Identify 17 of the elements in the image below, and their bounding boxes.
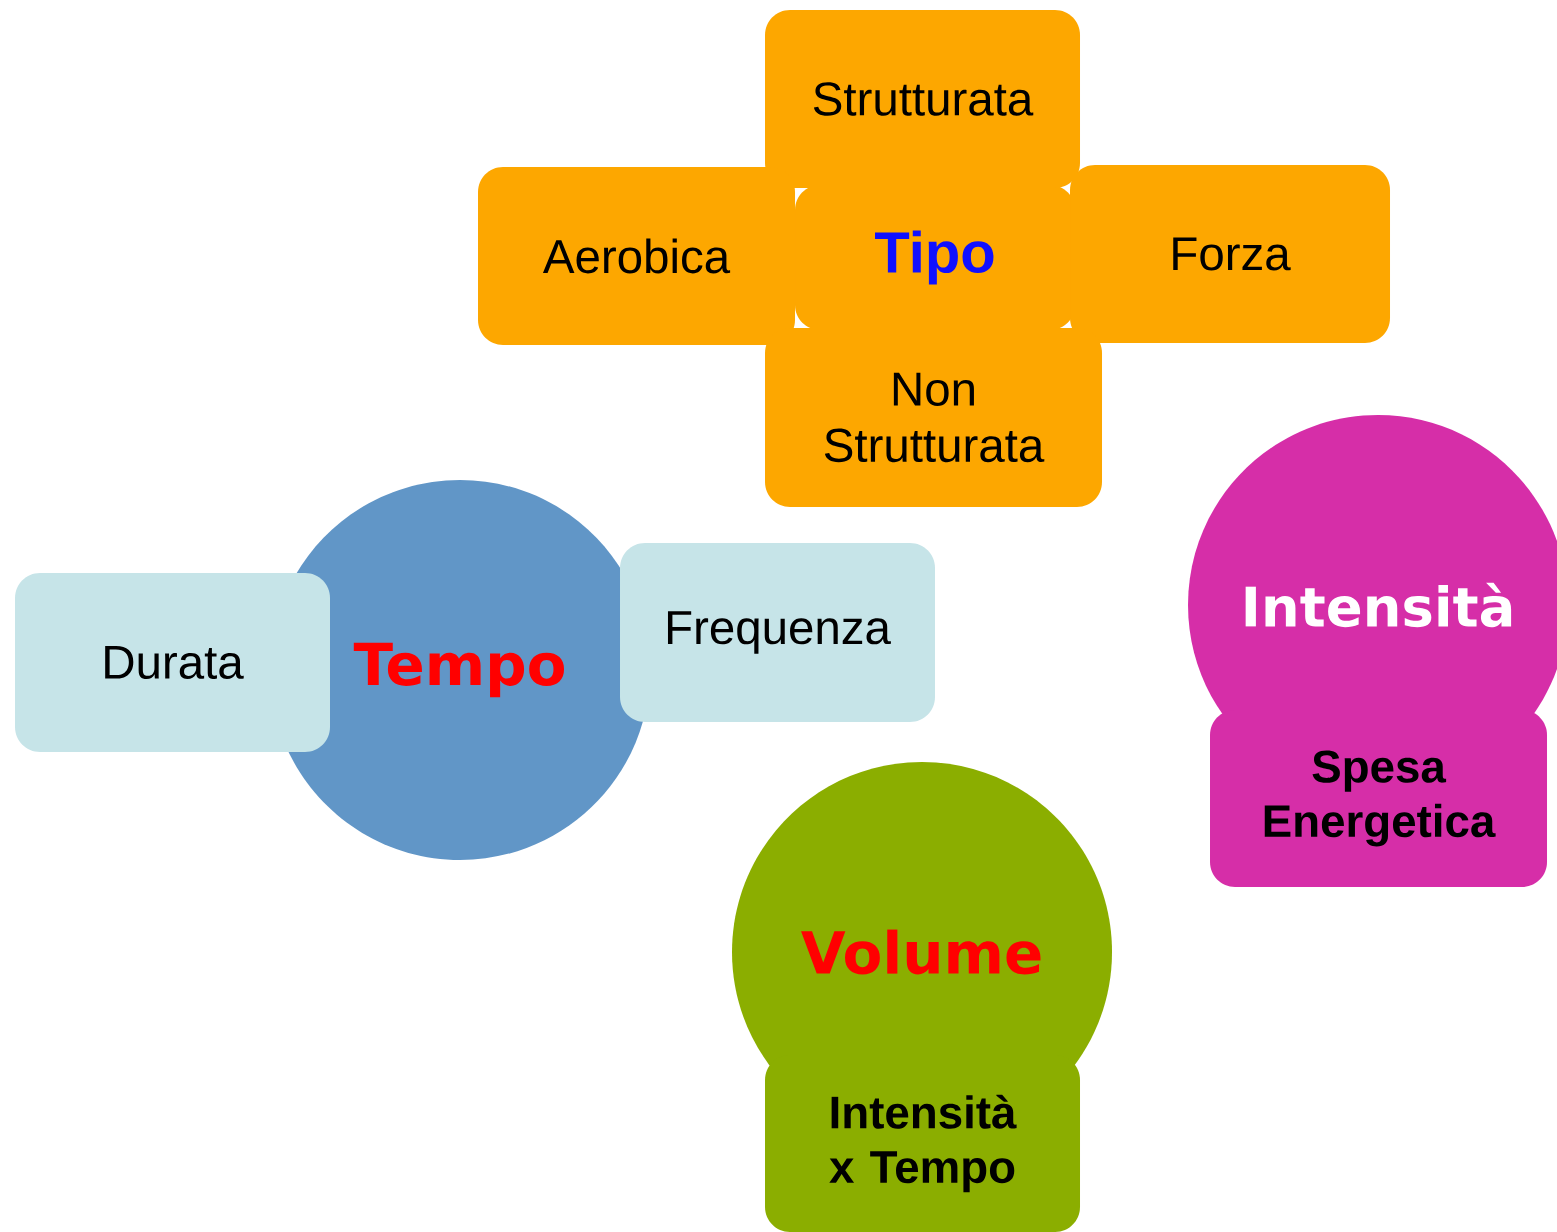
node-label: Tipo xyxy=(875,230,994,285)
rounded-box: Aerobica xyxy=(478,167,795,345)
node-label: Intensità xyxy=(1245,582,1512,628)
rounded-box: Durata xyxy=(15,573,330,752)
node-label: Aerobica xyxy=(542,238,731,274)
centre-box: Tipo xyxy=(795,185,1075,330)
rounded-box: Spesa Energetica xyxy=(1210,710,1547,887)
node-label: Non Strutturata xyxy=(824,372,1045,463)
rounded-box: Non Strutturata xyxy=(765,328,1102,507)
rounded-box: Frequenza xyxy=(620,543,935,722)
node-label: Forza xyxy=(1173,237,1291,271)
node-label: Spesa Energetica xyxy=(1264,750,1496,847)
rounded-box: Intensità x Tempo xyxy=(765,1055,1080,1232)
node-label: Strutturata xyxy=(813,82,1034,116)
rounded-box: Forza xyxy=(1070,165,1390,343)
rounded-box: Strutturata xyxy=(765,10,1080,188)
node-label: Volume xyxy=(801,929,1041,975)
